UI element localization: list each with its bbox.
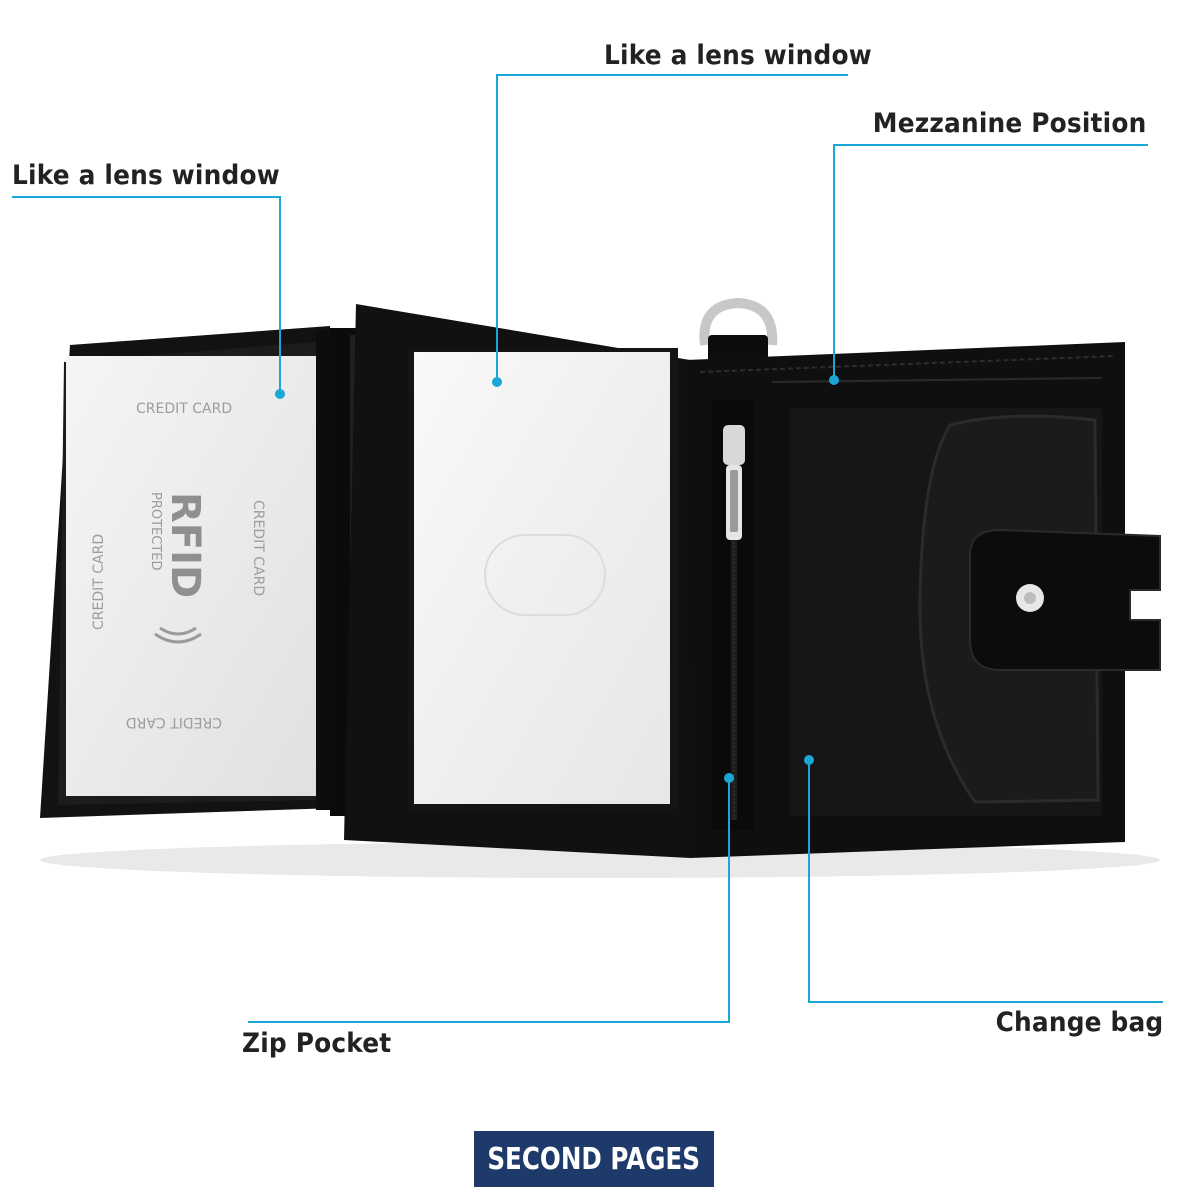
card-text-left: CREDIT CARD (91, 534, 107, 630)
d-ring (699, 297, 778, 365)
card-text-top: CREDIT CARD (136, 401, 232, 417)
callout-line-top-left (12, 196, 281, 392)
callout-lines (12, 74, 1163, 1023)
right-panel (686, 342, 1161, 858)
callout-line-change-bag (808, 760, 1163, 1003)
callout-dots (275, 375, 839, 783)
callout-line-top-center (496, 74, 848, 380)
callout-lens-window-left: Like a lens window (12, 160, 280, 191)
card-text-right: CREDIT CARD (250, 500, 266, 596)
rfid-wave-icon (159, 626, 197, 636)
callout-mezzanine: Mezzanine Position (872, 108, 1146, 139)
zipper-pull (723, 425, 745, 540)
snap-tab (969, 528, 1161, 671)
callout-line-zip (248, 778, 730, 1023)
banner-text: SECOND PAGES (487, 1141, 701, 1177)
protected-text: PROTECTED (148, 492, 163, 571)
second-pages-banner: SECOND PAGES (474, 1131, 714, 1187)
card-text-bottom: CREDIT CARD (126, 714, 222, 730)
callout-line-top-right (833, 144, 1148, 380)
callout-lens-window-center: Like a lens window (604, 40, 872, 71)
card-print: CREDIT CARD CREDIT CARD CREDIT CARD CRED… (91, 401, 266, 730)
rfid-text: RFID (162, 492, 208, 598)
callout-zip-pocket: Zip Pocket (242, 1028, 392, 1059)
callout-change-bag: Change bag (995, 1007, 1163, 1038)
center-panel (344, 304, 690, 858)
